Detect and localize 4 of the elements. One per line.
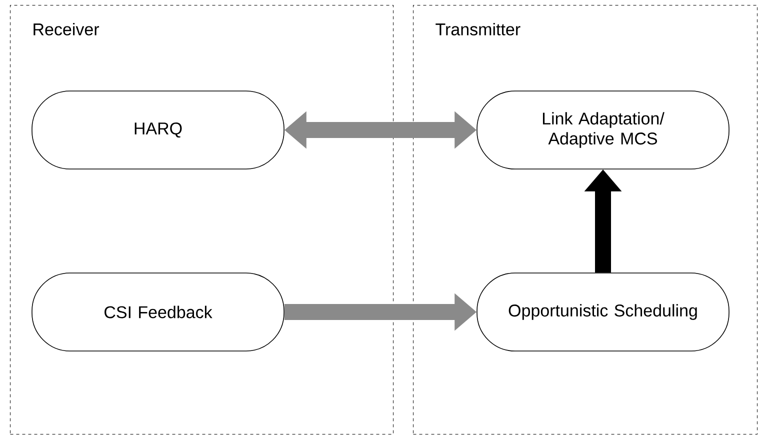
process-box: Opportunistic Scheduling xyxy=(476,272,730,352)
process-box: CSI Feedback xyxy=(32,272,284,352)
process-box: HARQ xyxy=(32,90,284,170)
process-box: Link Adaptation/ Adaptive MCS xyxy=(476,90,730,170)
